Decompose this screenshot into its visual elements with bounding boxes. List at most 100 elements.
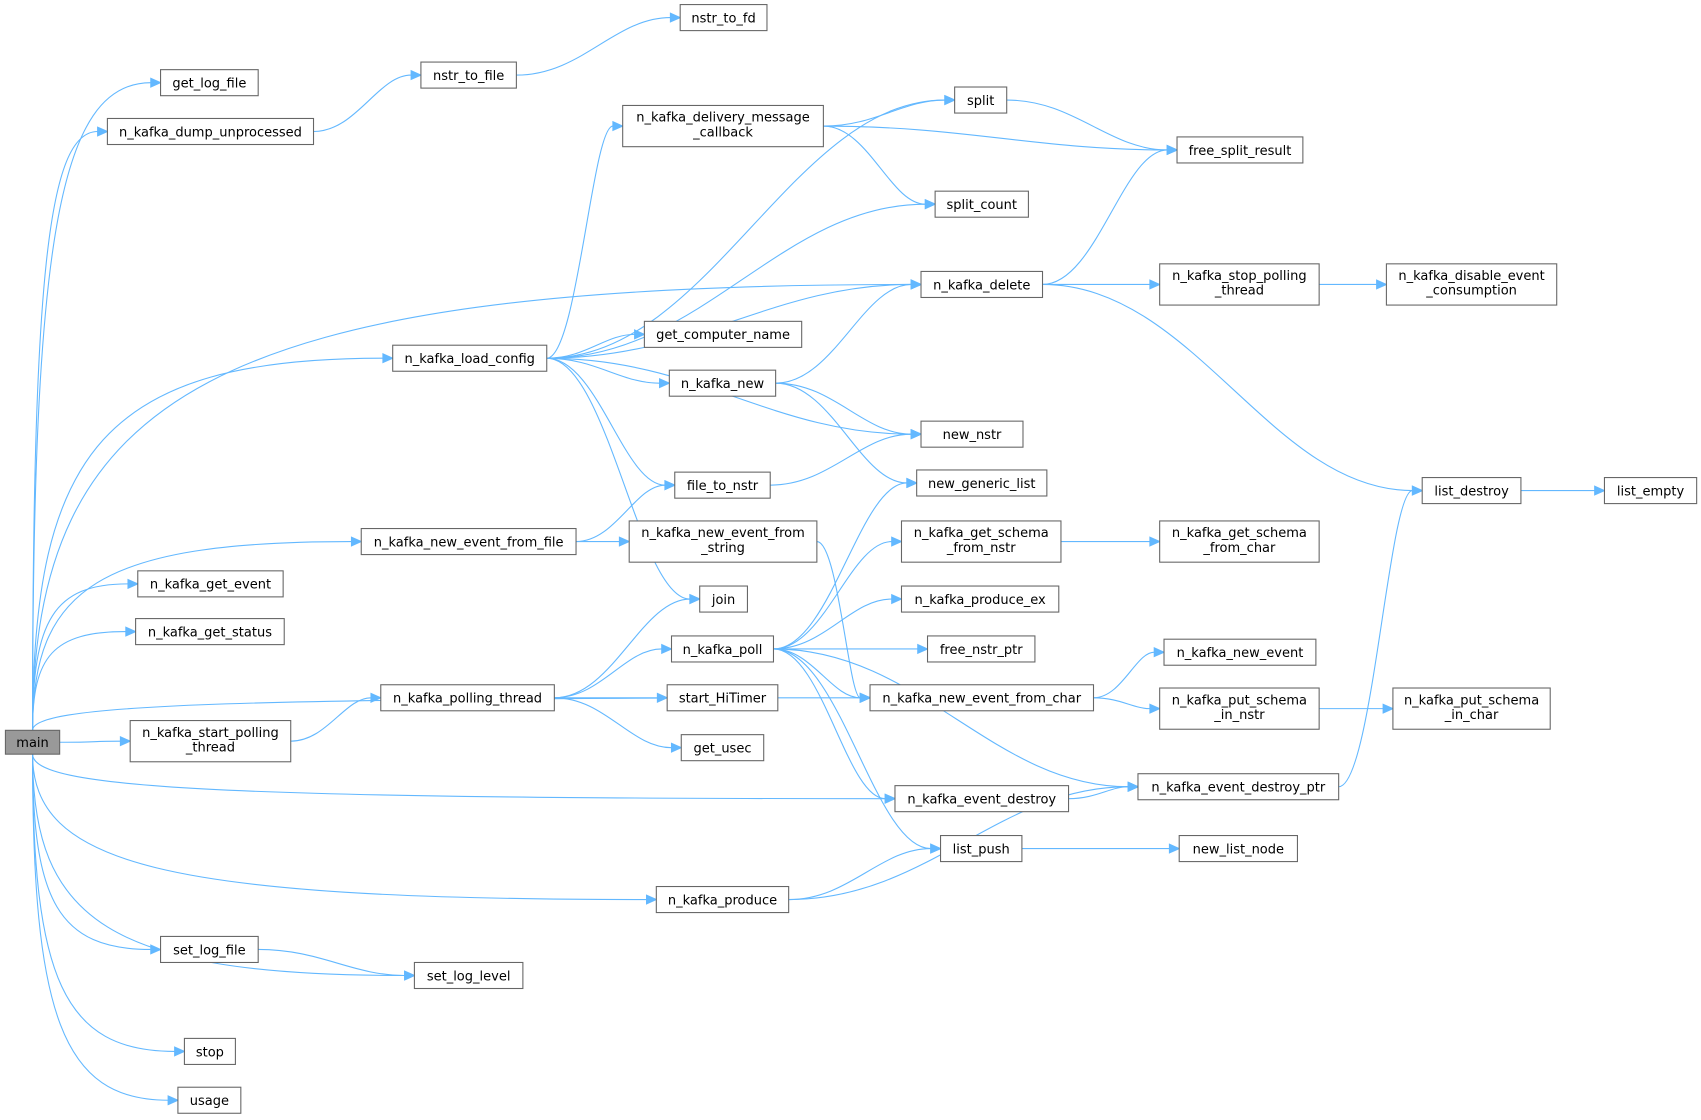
- node-n-kafka-new-event-from-string[interactable]: n_kafka_new_event_from_string: [628, 520, 818, 563]
- node-n-kafka-new-event-from-file[interactable]: n_kafka_new_event_from_file: [360, 527, 577, 556]
- node-list-destroy[interactable]: list_destroy: [1421, 477, 1522, 505]
- node-label: set_log_file: [173, 943, 245, 958]
- node-label: _consumption: [1425, 284, 1517, 299]
- edge-n-kafka-delivery-message-callback-to-free-split-result: [823, 125, 1179, 156]
- node-n-kafka-new-event[interactable]: n_kafka_new_event: [1163, 638, 1317, 666]
- node-n-kafka-start-polling-thread[interactable]: n_kafka_start_polling_thread: [129, 720, 292, 763]
- arrowhead-icon: [1153, 647, 1166, 658]
- node-n-kafka-delivery-message-callback[interactable]: n_kafka_delivery_message_callback: [622, 104, 824, 148]
- node-file-to-nstr[interactable]: file_to_nstr: [674, 471, 771, 499]
- node-n-kafka-polling-thread[interactable]: n_kafka_polling_thread: [380, 684, 555, 712]
- edge-line: [554, 697, 672, 749]
- node-n-kafka-put-schema-in-nstr[interactable]: n_kafka_put_schema_in_nstr: [1159, 687, 1320, 730]
- edge-n-kafka-new-event-from-char-to-n-kafka-put-schema-in-nstr: [1093, 697, 1162, 714]
- node-get-computer-name[interactable]: get_computer_name: [643, 320, 803, 348]
- edge-n-kafka-new-event-from-file-to-file-to-nstr: [576, 479, 677, 543]
- node-new-nstr[interactable]: new_nstr: [920, 420, 1024, 448]
- node-free-nstr-ptr[interactable]: free_nstr_ptr: [926, 635, 1036, 663]
- node-n-kafka-get-status[interactable]: n_kafka_get_status: [135, 618, 285, 646]
- node-label: _thread: [185, 740, 235, 755]
- node-list-push[interactable]: list_push: [939, 835, 1023, 863]
- arrowhead-icon: [119, 735, 132, 747]
- node-label: list_destroy: [1434, 484, 1509, 499]
- node-n-kafka-stop-polling-thread[interactable]: n_kafka_stop_polling_thread: [1159, 263, 1320, 306]
- edge-line: [546, 333, 635, 359]
- node-n-kafka-produce[interactable]: n_kafka_produce: [655, 885, 790, 914]
- node-split-count[interactable]: split_count: [934, 190, 1029, 218]
- node-label: n_kafka_get_schema: [914, 526, 1049, 541]
- edge-line: [32, 754, 405, 977]
- node-split[interactable]: split: [954, 86, 1008, 114]
- node-n-kafka-disable-event-consumption[interactable]: n_kafka_disable_event_consumption: [1385, 263, 1558, 306]
- node-new-list-node[interactable]: new_list_node: [1178, 835, 1298, 863]
- node-set-log-level[interactable]: set_log_level: [413, 961, 524, 990]
- node-n-kafka-get-schema-from-nstr[interactable]: n_kafka_get_schema_from_nstr: [900, 520, 1062, 563]
- node-n-kafka-get-event[interactable]: n_kafka_get_event: [137, 570, 284, 598]
- node-label: n_kafka_start_polling: [142, 726, 279, 741]
- node-n-kafka-produce-ex[interactable]: n_kafka_produce_ex: [900, 585, 1060, 613]
- edge-line: [546, 357, 665, 486]
- node-n-kafka-event-destroy[interactable]: n_kafka_event_destroy: [894, 785, 1070, 813]
- node-n-kafka-put-schema-in-char[interactable]: n_kafka_put_schema_in_char: [1392, 687, 1551, 730]
- node-label: n_kafka_get_event: [150, 578, 271, 593]
- arrowhead-icon: [174, 1046, 186, 1057]
- node-n-kafka-event-destroy-ptr[interactable]: n_kafka_event_destroy_ptr: [1137, 773, 1340, 801]
- node-n-kafka-delete[interactable]: n_kafka_delete: [920, 270, 1044, 299]
- edge-line: [773, 648, 886, 800]
- node-label: main: [16, 736, 48, 751]
- edge-line: [823, 125, 1168, 151]
- node-label: n_kafka_event_destroy_ptr: [1151, 781, 1326, 796]
- node-n-kafka-new-event-from-char[interactable]: n_kafka_new_event_from_char: [869, 684, 1095, 712]
- node-label: n_kafka_poll: [683, 643, 763, 658]
- node-get-usec[interactable]: get_usec: [680, 734, 765, 762]
- arrowhead-icon: [910, 428, 923, 440]
- edge-line: [546, 203, 926, 359]
- edge-line: [32, 754, 151, 950]
- node-set-log-file[interactable]: set_log_file: [160, 935, 259, 964]
- edge-n-kafka-new-to-new-nstr: [775, 382, 923, 440]
- node-n-kafka-poll[interactable]: n_kafka_poll: [670, 635, 775, 663]
- node-box: [666, 684, 779, 712]
- node-nstr-to-file[interactable]: nstr_to_file: [420, 61, 517, 89]
- edge-line: [32, 357, 383, 731]
- edge-line: [773, 648, 931, 850]
- arrowhead-icon: [1382, 703, 1395, 714]
- node-main[interactable]: main: [4, 729, 61, 755]
- node-box: [1178, 835, 1298, 863]
- edge-n-kafka-poll-to-n-kafka-get-schema-from-nstr: [773, 536, 903, 650]
- node-box: [920, 420, 1024, 448]
- node-list-empty[interactable]: list_empty: [1603, 477, 1698, 505]
- node-n-kafka-new[interactable]: n_kafka_new: [668, 369, 777, 397]
- edge-line: [32, 283, 912, 731]
- node-start-HiTimer[interactable]: start_HiTimer: [666, 684, 779, 712]
- arrowhead-icon: [646, 894, 658, 905]
- node-n-kafka-dump-unprocessed[interactable]: n_kafka_dump_unprocessed: [106, 117, 315, 146]
- edge-file-to-nstr-to-new-nstr: [770, 428, 923, 486]
- edge-line: [788, 848, 931, 901]
- node-get-log-file[interactable]: get_log_file: [160, 69, 259, 97]
- edge-line: [554, 648, 662, 699]
- edge-n-kafka-delivery-message-callback-to-split-count: [823, 125, 937, 210]
- node-nstr-to-fd[interactable]: nstr_to_fd: [679, 4, 768, 32]
- edge-n-kafka-poll-to-free-nstr-ptr: [773, 643, 929, 655]
- edge-line: [576, 484, 665, 543]
- node-n-kafka-get-schema-from-char[interactable]: n_kafka_get_schema_from_char: [1159, 520, 1320, 563]
- node-label: n_kafka_new_event_from: [641, 526, 805, 541]
- node-label: _from_char: [1202, 541, 1276, 556]
- arrowhead-icon: [1411, 485, 1424, 496]
- node-new-generic-list[interactable]: new_generic_list: [916, 469, 1048, 497]
- node-free-split-result[interactable]: free_split_result: [1176, 136, 1304, 164]
- edge-main-to-n-kafka-get-event: [32, 578, 140, 731]
- arrowhead-icon: [689, 593, 702, 605]
- node-stop[interactable]: stop: [183, 1037, 236, 1065]
- arrowhead-icon: [404, 970, 416, 981]
- node-n-kafka-load-config[interactable]: n_kafka_load_config: [392, 344, 548, 372]
- edge-main-to-n-kafka-dump-unprocessed: [32, 126, 109, 731]
- node-usage[interactable]: usage: [177, 1086, 242, 1114]
- call-edges: [32, 12, 1606, 1106]
- edge-line: [32, 754, 175, 1052]
- node-join[interactable]: join: [699, 585, 748, 613]
- edge-line: [1042, 149, 1168, 285]
- edge-line: [32, 631, 126, 731]
- arrowhead-icon: [670, 742, 683, 753]
